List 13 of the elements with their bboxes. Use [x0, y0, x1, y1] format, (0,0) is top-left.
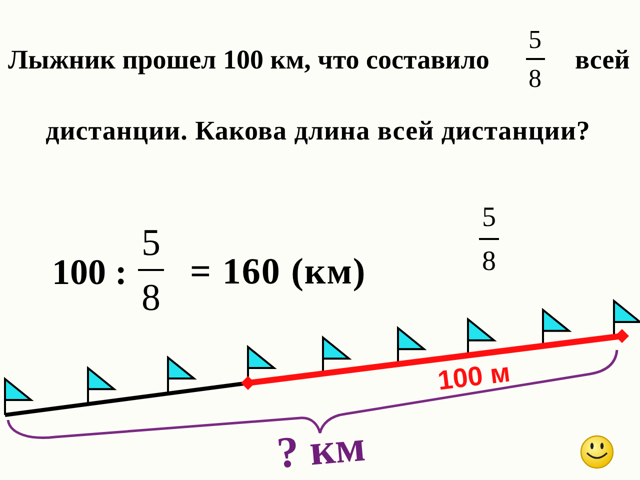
distance-label: 100 м — [436, 359, 512, 395]
fraction-denominator: 8 — [142, 279, 160, 317]
formula-text: 100 : — [52, 254, 127, 290]
fraction-numerator: 5 — [482, 204, 496, 232]
fraction-numerator: 5 — [528, 27, 542, 53]
problem-text: дистанции. Какова длина всей дистанции? — [46, 118, 590, 144]
problem-text: Лыжник прошел 100 км, что составило — [8, 46, 490, 74]
fraction-denominator: 8 — [528, 66, 542, 92]
problem-text: всей — [575, 46, 630, 74]
fraction-numerator: 5 — [142, 224, 160, 262]
question-label: ? км — [275, 424, 367, 476]
formula-text: = 160 (км) — [190, 254, 366, 290]
fraction-denominator: 8 — [482, 248, 496, 276]
